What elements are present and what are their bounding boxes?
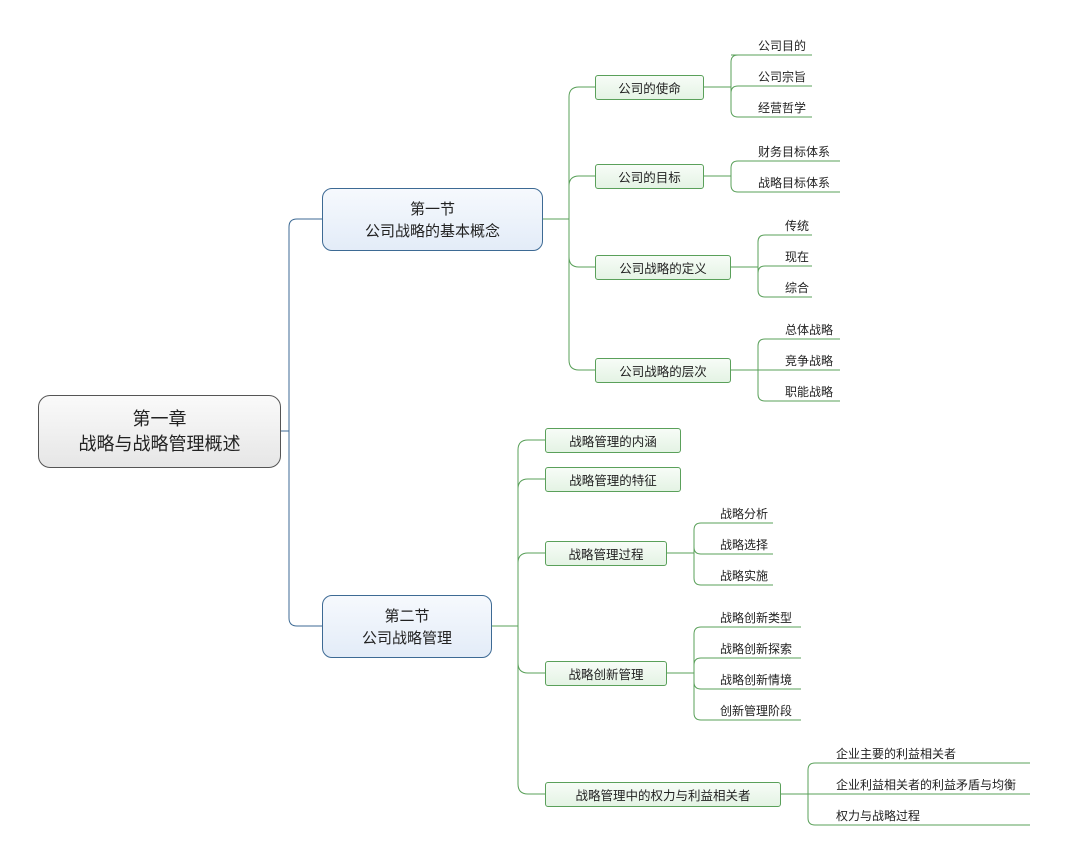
levels-leaves-branch-2 <box>757 370 840 402</box>
leaf-strategic-choice[interactable]: 战略选择 <box>720 538 769 552</box>
leaf-integrated[interactable]: 综合 <box>785 281 810 295</box>
leaf-innovation-stages[interactable]: 创新管理阶段 <box>720 704 793 718</box>
stakeholder-leaves-branch-2 <box>807 794 1030 826</box>
process-leaves-branch-1 <box>693 546 773 555</box>
mission-leaves-branch-2 <box>730 87 812 118</box>
topic-strategy-definition[interactable]: 公司战略的定义 <box>595 255 731 280</box>
topic-innovation-management[interactable]: 战略创新管理 <box>545 661 667 686</box>
leaf-strategic-goals[interactable]: 战略目标体系 <box>758 176 831 190</box>
leaf-innovation-exploration[interactable]: 战略创新探索 <box>720 642 793 656</box>
section1-link-branch-2 <box>568 219 595 268</box>
section2-link-branch-1 <box>517 478 545 626</box>
leaf-innovation-types[interactable]: 战略创新类型 <box>720 611 793 625</box>
leaf-strategic-implementation[interactable]: 战略实施 <box>720 569 769 583</box>
definition-leaves-branch-0 <box>757 234 812 267</box>
section2-link-branch-2 <box>517 552 545 626</box>
mission-leaves-branch-1 <box>730 85 812 94</box>
leaf-corporate-strategy[interactable]: 总体战略 <box>785 323 834 337</box>
section-2-title-line1: 第二节 <box>384 606 430 625</box>
leaf-company-tenet[interactable]: 公司宗旨 <box>758 70 807 84</box>
levels-leaves-branch-0 <box>757 338 840 370</box>
section-1-title-line2: 公司战略的基本概念 <box>364 221 500 240</box>
topic-management-features[interactable]: 战略管理的特征 <box>545 467 681 492</box>
root-link-branch-0 <box>288 218 322 431</box>
section-node-2[interactable]: 第二节 公司战略管理 <box>322 595 492 658</box>
root-title-line2: 战略与战略管理概述 <box>78 433 241 455</box>
section-node-1[interactable]: 第一节 公司战略的基本概念 <box>322 188 543 251</box>
leaf-main-stakeholders[interactable]: 企业主要的利益相关者 <box>836 747 957 761</box>
topic-company-mission[interactable]: 公司的使命 <box>595 75 704 100</box>
section2-link-branch-4 <box>517 626 545 795</box>
definition-leaves-branch-1 <box>757 265 812 274</box>
root-node[interactable]: 第一章 战略与战略管理概述 <box>38 395 281 468</box>
section1-link-branch-0 <box>568 86 595 219</box>
process-leaves-branch-0 <box>693 522 773 553</box>
topic-management-process[interactable]: 战略管理过程 <box>545 541 667 566</box>
stakeholder-leaves-branch-0 <box>807 762 1030 794</box>
goals-leaves-branch-1 <box>730 176 840 193</box>
leaf-strategic-analysis[interactable]: 战略分析 <box>720 507 769 521</box>
section2-link-branch-0 <box>517 439 545 626</box>
definition-leaves-branch-2 <box>757 267 812 298</box>
topic-power-stakeholders[interactable]: 战略管理中的权力与利益相关者 <box>545 782 781 807</box>
innovation-leaves-branch-0 <box>693 626 801 673</box>
leaf-innovation-context[interactable]: 战略创新情境 <box>720 673 793 687</box>
leaf-company-purpose[interactable]: 公司目的 <box>758 39 807 53</box>
process-leaves-branch-2 <box>693 553 773 586</box>
section1-link-branch-1 <box>568 175 595 219</box>
leaf-traditional[interactable]: 传统 <box>785 219 810 233</box>
innovation-leaves-branch-1 <box>693 657 801 673</box>
root-title-line1: 第一章 <box>132 408 187 430</box>
root-link-branch-1 <box>288 431 322 627</box>
section2-link-branch-3 <box>517 626 545 674</box>
topic-company-goals[interactable]: 公司的目标 <box>595 164 704 189</box>
leaf-stakeholder-conflicts[interactable]: 企业利益相关者的利益矛盾与均衡 <box>836 778 1017 792</box>
leaf-current[interactable]: 现在 <box>785 250 810 264</box>
section-1-title-line1: 第一节 <box>409 199 455 218</box>
topic-strategy-levels[interactable]: 公司战略的层次 <box>595 358 731 383</box>
leaf-financial-goals[interactable]: 财务目标体系 <box>758 145 831 159</box>
innovation-leaves-branch-3 <box>693 673 801 721</box>
section-2-title-line2: 公司战略管理 <box>361 628 452 647</box>
topic-management-connotation[interactable]: 战略管理的内涵 <box>545 428 681 453</box>
leaf-power-strategy-process[interactable]: 权力与战略过程 <box>836 809 921 823</box>
section1-link-branch-3 <box>568 219 595 371</box>
leaf-functional-strategy[interactable]: 职能战略 <box>785 385 834 399</box>
goals-leaves-branch-0 <box>730 160 840 176</box>
leaf-competitive-strategy[interactable]: 竞争战略 <box>785 354 834 368</box>
leaf-business-philosophy[interactable]: 经营哲学 <box>758 101 807 115</box>
